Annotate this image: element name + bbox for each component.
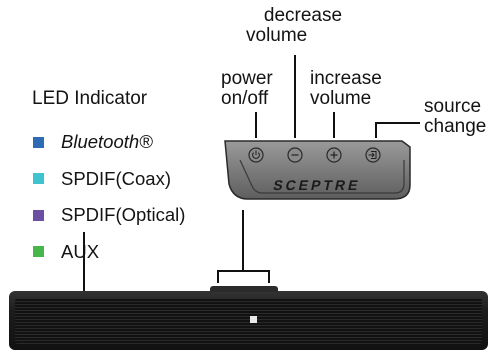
- spdif-coax-color-swatch: [33, 173, 44, 185]
- increase-volume-line2: volume: [310, 88, 372, 109]
- plus-icon: [330, 151, 338, 159]
- led-label-aux: AUX: [61, 240, 100, 262]
- decrease-volume-line2: volume: [246, 25, 308, 46]
- led-item-spdif-optical: SPDIF(Optical): [33, 197, 185, 234]
- power-label: power on/off: [221, 69, 273, 109]
- power-button[interactable]: [248, 147, 264, 163]
- speaker-grille: [15, 298, 482, 344]
- led-label-bluetooth: Bluetooth®: [61, 131, 153, 153]
- panel-bevel: [239, 159, 405, 194]
- led-item-aux: AUX: [33, 234, 185, 271]
- volume-up-button[interactable]: [326, 147, 342, 163]
- brand-logo: SCEPTRE: [272, 177, 362, 193]
- led-label-spdif-coax: SPDIF(Coax): [61, 167, 171, 189]
- soundbar-top-buttons: [210, 286, 278, 292]
- spdif-optical-color-swatch: [33, 209, 44, 221]
- bluetooth-color-swatch: [33, 136, 44, 148]
- led-indicator-light: [250, 316, 257, 323]
- source-line1: source: [424, 96, 482, 117]
- soundbar: [9, 291, 488, 350]
- increase-volume-line1: increase: [310, 68, 382, 89]
- led-label-spdif-optical: SPDIF(Optical): [61, 204, 186, 226]
- aux-color-swatch: [33, 246, 44, 258]
- led-item-spdif-coax: SPDIF(Coax): [33, 161, 185, 198]
- volume-down-button[interactable]: [287, 147, 303, 163]
- source-line2: change: [424, 116, 487, 137]
- source-change-label: source change: [424, 97, 486, 137]
- source-icon: [368, 151, 377, 159]
- source-button[interactable]: [365, 147, 381, 163]
- power-line1: power: [221, 68, 273, 89]
- increase-volume-label: increase volume: [310, 69, 382, 109]
- led-indicator-title: LED Indicator: [32, 88, 148, 109]
- led-indicator-list: Bluetooth® SPDIF(Coax) SPDIF(Optical) AU…: [33, 124, 185, 270]
- led-item-bluetooth: Bluetooth®: [33, 124, 185, 161]
- panel-body: [224, 140, 411, 200]
- power-icon: [252, 150, 260, 159]
- decrease-volume-line1: decrease: [263, 5, 343, 26]
- power-line2: on/off: [221, 88, 269, 109]
- decrease-volume-label: decrease volume: [238, 6, 368, 46]
